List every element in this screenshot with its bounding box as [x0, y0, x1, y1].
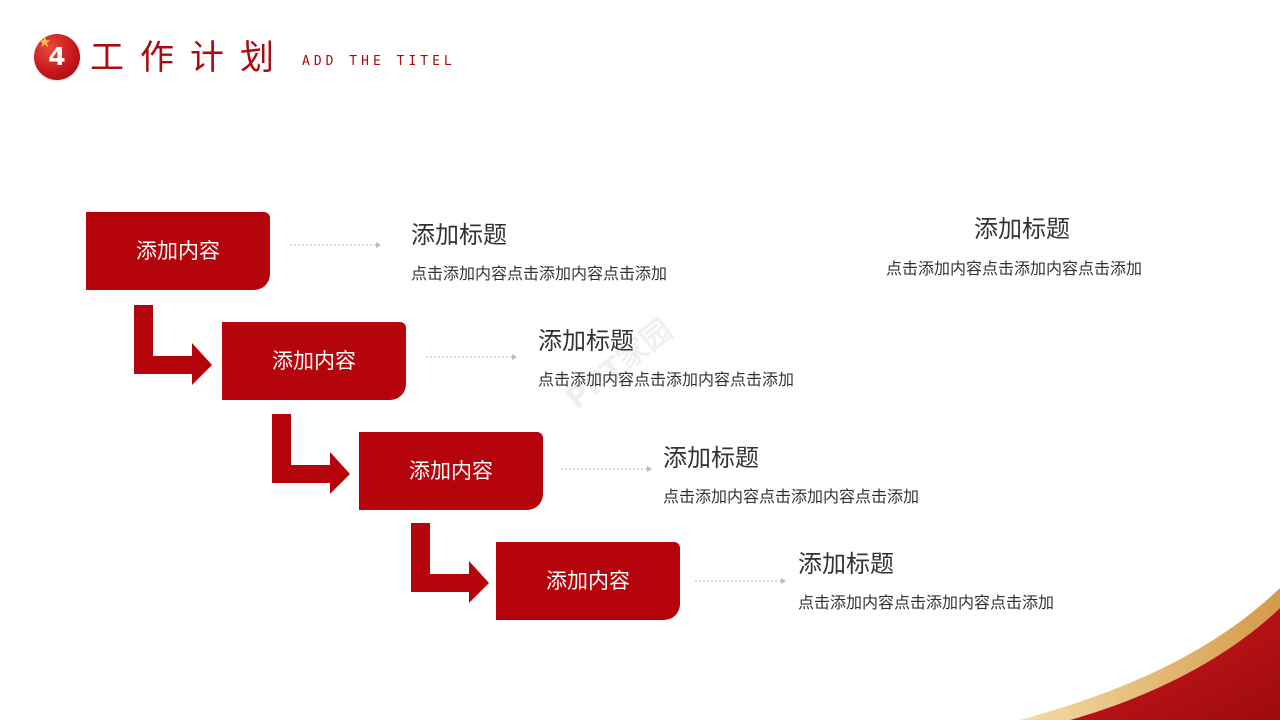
step-title-2: 添加标题: [538, 327, 634, 355]
corner-red-swoosh: [1070, 608, 1280, 720]
extra-text: 点击添加内容点击添加内容点击添加: [886, 259, 1143, 278]
step-text-1: 点击添加内容点击添加内容点击添加: [411, 264, 668, 283]
step-connector-arrow-2: [272, 414, 350, 494]
step-box-3[interactable]: 添加内容: [359, 432, 543, 510]
step-text-3: 点击添加内容点击添加内容点击添加: [663, 487, 920, 506]
step-title-1: 添加标题: [411, 221, 507, 249]
step-text-2: 点击添加内容点击添加内容点击添加: [538, 370, 795, 389]
star-icon: ★: [38, 33, 52, 51]
step-title-4: 添加标题: [798, 550, 894, 578]
page-title: 工作计划: [90, 38, 290, 78]
extra-title: 添加标题: [974, 215, 1070, 243]
step-connector-arrow-1: [134, 305, 212, 385]
arrowhead-icon: [647, 466, 652, 472]
arrowhead-icon: [376, 242, 381, 248]
section-number-badge: ★ 4: [34, 34, 80, 80]
step-title-3: 添加标题: [663, 444, 759, 472]
arrowhead-icon: [781, 578, 786, 584]
arrowhead-icon: [512, 354, 517, 360]
section-number: 4: [48, 42, 66, 71]
step-text-4: 点击添加内容点击添加内容点击添加: [798, 593, 1055, 612]
step-box-1[interactable]: 添加内容: [86, 212, 270, 290]
step-box-2[interactable]: 添加内容: [222, 322, 406, 400]
page-subtitle: ADD THE TITEL: [302, 54, 456, 69]
step-box-4[interactable]: 添加内容: [496, 542, 680, 620]
step-connector-arrow-3: [411, 523, 489, 603]
